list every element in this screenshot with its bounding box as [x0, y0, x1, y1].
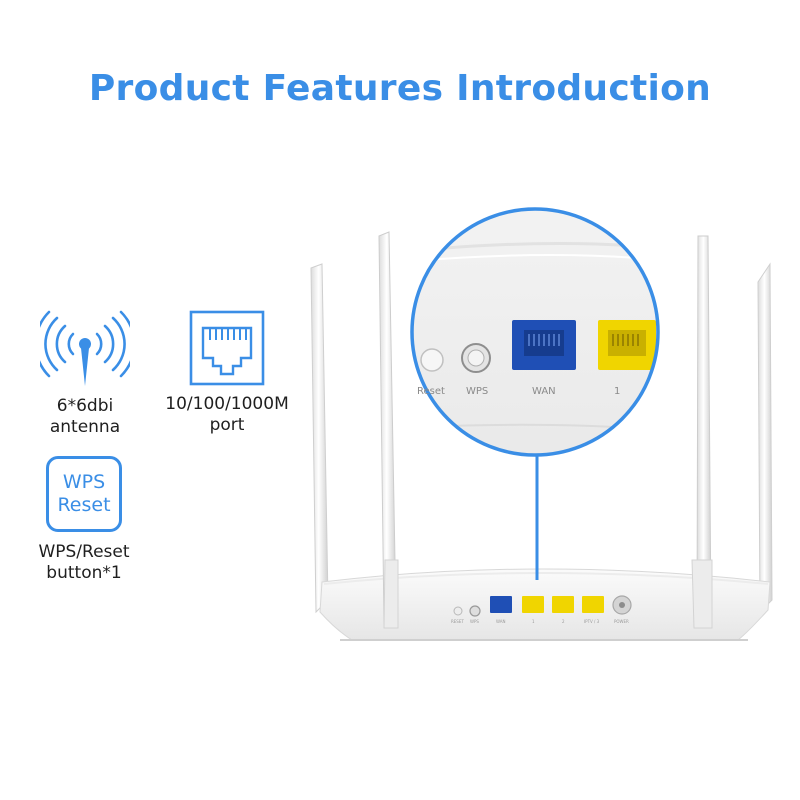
- panel-label-lan2: 2: [562, 619, 565, 624]
- zoom-magnifier: [410, 207, 694, 457]
- lan-port-2-small: [552, 596, 574, 613]
- feature-port: 10/100/1000M port: [152, 310, 302, 436]
- zoom-label-wps: WPS: [466, 386, 489, 397]
- lan-port-2-zoom: [664, 320, 694, 370]
- antenna-back-right: [757, 262, 773, 614]
- rear-panel: [453, 595, 632, 617]
- port-label: 10/100/1000M port: [165, 394, 289, 435]
- feature-wps-reset: WPS Reset WPS/Reset button*1: [22, 456, 146, 584]
- antenna-front-left: [378, 231, 399, 629]
- antenna-label: 6*6dbi antenna: [49, 396, 121, 437]
- panel-label-reset: RESET: [451, 619, 464, 624]
- ethernet-port-icon: [152, 310, 302, 386]
- antenna-back-left: [310, 263, 329, 614]
- lan-port-1-zoom: [598, 320, 656, 370]
- page-title: Product Features Introduction: [88, 68, 712, 109]
- lan-port-3-small: [582, 596, 604, 613]
- wps-reset-label: WPS/Reset button*1: [38, 542, 130, 583]
- zoom-label-reset: Reset: [417, 386, 445, 397]
- wps-badge-line1: WPS: [62, 471, 106, 493]
- wps-badge-line2: Reset: [57, 494, 111, 516]
- reset-button-small: [453, 606, 463, 616]
- wan-port-zoom: [512, 320, 576, 370]
- panel-label-lan3: IPTV / 3: [584, 619, 600, 624]
- zoom-label-lan1: 1: [614, 386, 621, 397]
- panel-label-lan1: 1: [532, 619, 535, 624]
- reset-button-zoom: [420, 348, 444, 372]
- feature-antenna: 6*6dbi antenna: [30, 310, 140, 438]
- lan-port-1-small: [522, 596, 544, 613]
- wps-reset-icon: WPS Reset: [46, 456, 122, 532]
- wan-port-small: [490, 596, 512, 613]
- router-body: [319, 568, 771, 641]
- antenna-signal-icon: [30, 310, 140, 388]
- panel-label-power: POWER: [614, 619, 629, 624]
- zoom-label-wan: WAN: [532, 386, 556, 397]
- panel-label-wan: WAN: [496, 619, 506, 624]
- wps-button-small: [469, 605, 481, 617]
- panel-label-wps: WPS: [470, 619, 479, 624]
- antenna-front-right: [691, 235, 713, 629]
